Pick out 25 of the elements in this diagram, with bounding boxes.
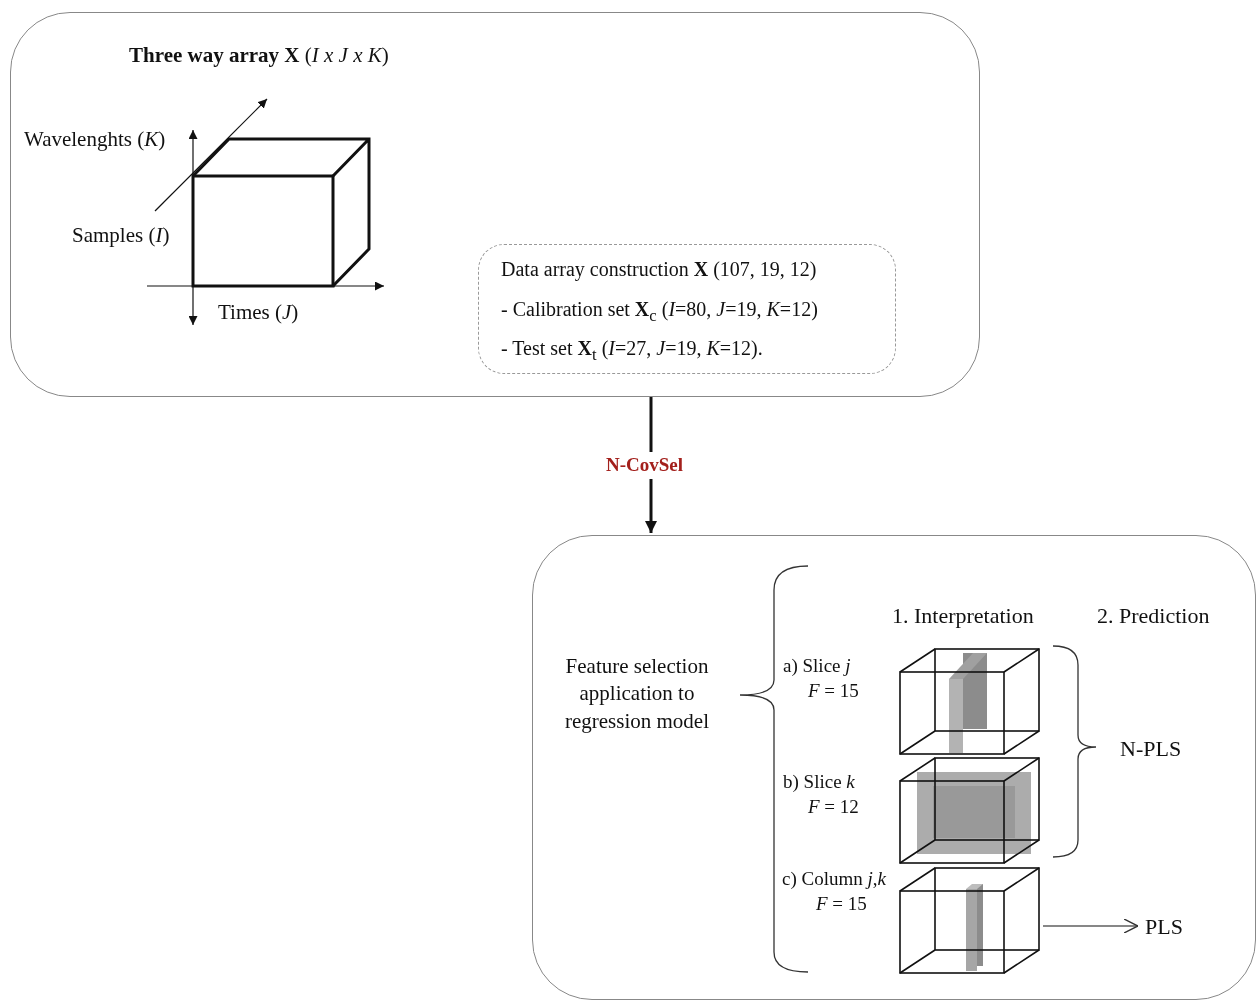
- dataset-text: - Test set X$_{t}$ (I=27, J=19, K=12).: [501, 336, 763, 365]
- method-label: PLS: [1145, 914, 1183, 941]
- cube-caption: b) Slice k: [783, 771, 855, 794]
- side-note: Feature selection application to regression model: [563, 653, 710, 735]
- cube-drawing: [899, 757, 1040, 864]
- column-heading: 1. Interpretation: [892, 603, 1034, 630]
- rounded-panel: [532, 535, 1256, 1000]
- cube-caption: F = 12: [808, 796, 859, 819]
- arrow: [1042, 918, 1139, 934]
- dataset-text: Data array construction X (107, 19, 12): [501, 257, 817, 281]
- axis-label: Samples (I): [72, 223, 170, 249]
- cube-drawing: [899, 648, 1040, 755]
- cube-caption: F = 15: [808, 680, 859, 703]
- cube-drawing: [899, 867, 1040, 974]
- dataset-text: - Calibration set X$_{c}$ (I=80, J=19, K=12): [501, 297, 818, 326]
- dashed-panel: [478, 244, 896, 374]
- panel-heading: Three way array X (I x J x K): [129, 43, 389, 69]
- cube-caption: a) Slice j: [783, 655, 851, 678]
- axis-label: Wavelenghts (K): [24, 127, 166, 153]
- cube-caption: c) Column j,k: [782, 868, 886, 891]
- axis-label: Times (J): [218, 300, 299, 326]
- method-label: N-PLS: [1120, 736, 1182, 763]
- rounded-panel: [10, 12, 980, 397]
- cube-caption: F = 15: [816, 893, 867, 916]
- column-heading: 2. Prediction: [1097, 603, 1210, 630]
